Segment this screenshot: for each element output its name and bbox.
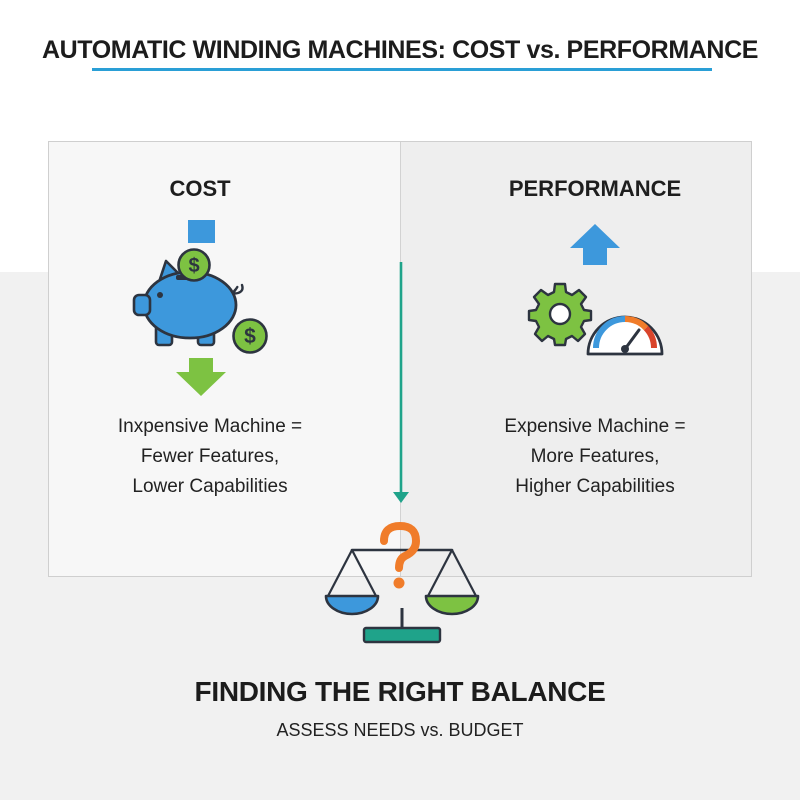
performance-panel: [401, 142, 751, 576]
scale-icon: [324, 548, 480, 644]
cost-panel: [49, 142, 400, 576]
performance-description: Expensive Machine = More Features, Highe…: [465, 412, 725, 502]
speedometer-icon: [586, 315, 664, 356]
cost-line-1: Inxpensive Machine =: [117, 416, 303, 437]
performance-line-3: Higher Capabilities: [515, 476, 675, 497]
piggy-bank-icon: [132, 259, 244, 347]
up-arrow-icon: [570, 224, 620, 265]
center-down-arrow: [393, 262, 409, 503]
gear-icon: [527, 282, 593, 347]
svg-text:$: $: [244, 325, 256, 348]
title-underline: [92, 68, 712, 71]
svg-text:$: $: [188, 255, 199, 277]
balance-subtitle: ASSESS NEEDS vs. BUDGET: [276, 720, 524, 740]
cost-description: Inxpensive Machine = Fewer Features, Low…: [80, 412, 340, 502]
down-arrow-icon: [176, 358, 226, 396]
balance-title: FINDING THE RIGHT BALANCE: [194, 676, 606, 707]
coin-icon: $: [177, 248, 211, 282]
page-title: AUTOMATIC WINDING MACHINES: COST vs. PER…: [42, 36, 758, 64]
performance-heading: PERFORMANCE: [508, 176, 682, 201]
cost-line-2: Fewer Features,: [140, 446, 280, 467]
coin-icon-2: $: [232, 318, 268, 354]
question-mark-icon: [380, 522, 420, 589]
performance-line-2: More Features,: [530, 446, 660, 467]
blue-square-icon: [188, 220, 215, 243]
cost-heading: COST: [169, 176, 231, 201]
cost-line-3: Lower Capabilities: [132, 476, 288, 497]
performance-line-1: Expensive Machine =: [504, 416, 686, 437]
